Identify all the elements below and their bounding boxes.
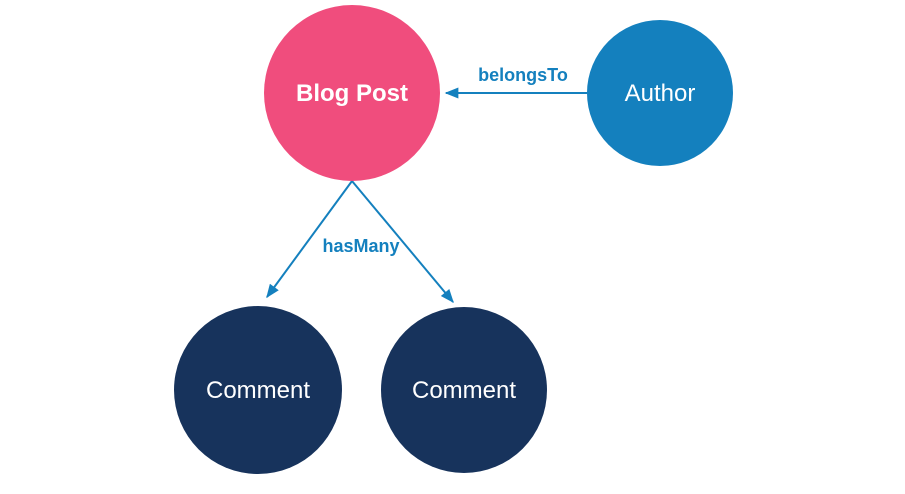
comment-left-label: Comment bbox=[206, 377, 310, 404]
belongs-to-label: belongsTo bbox=[478, 65, 568, 85]
author-circle bbox=[587, 20, 733, 166]
edge-has-many: hasMany bbox=[266, 180, 454, 304]
has-many-label: hasMany bbox=[322, 236, 399, 256]
blog-post-label: Blog Post bbox=[296, 80, 408, 107]
comment-left-circle bbox=[174, 306, 342, 474]
blog-post-circle bbox=[264, 5, 440, 181]
has-many-arrow-right bbox=[351, 180, 454, 304]
node-author: Author bbox=[587, 20, 733, 166]
comment-right-label: Comment bbox=[412, 377, 516, 404]
comment-right-circle bbox=[381, 307, 547, 473]
node-comment-right: Comment bbox=[381, 307, 547, 473]
edge-belongs-to: belongsTo bbox=[444, 65, 587, 99]
has-many-arrow-left bbox=[266, 180, 353, 299]
node-comment-left: Comment bbox=[174, 306, 342, 474]
author-label: Author bbox=[625, 80, 696, 107]
node-blog-post: Blog Post bbox=[264, 5, 440, 181]
